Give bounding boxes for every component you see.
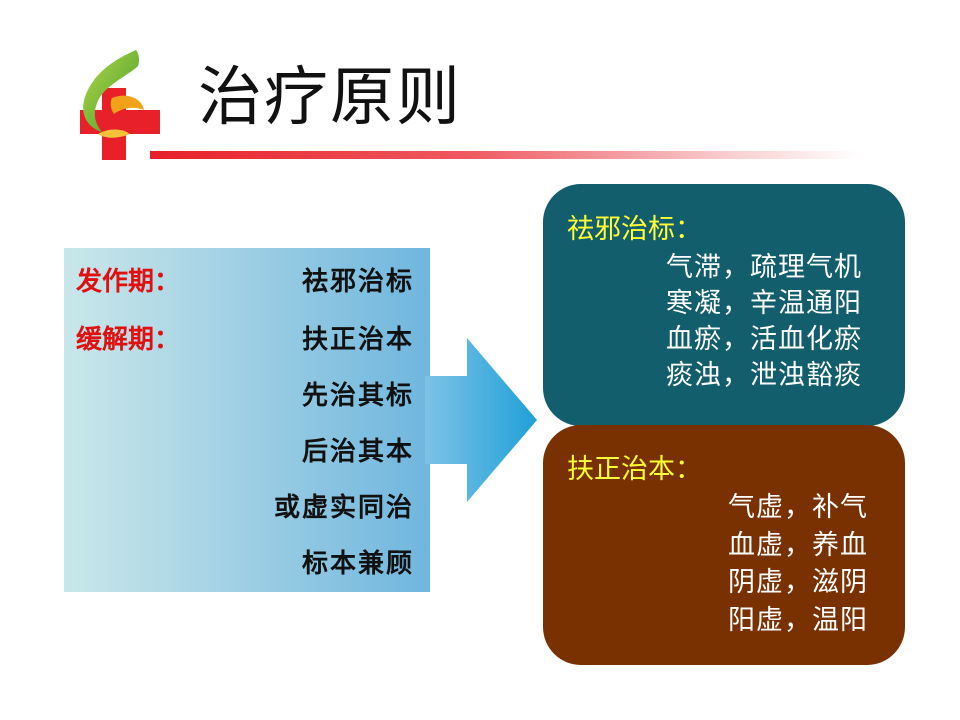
support-healthy-panel: [543, 425, 905, 665]
list-item: 气滞，疏理气机: [666, 252, 862, 283]
list-item: 阳虚，温阳: [728, 605, 868, 636]
list-item: 发作期： 祛邪治标: [64, 262, 414, 302]
phase-label: 缓解期：: [76, 325, 181, 355]
list-item: 后治其本: [64, 432, 414, 472]
list-item: 血瘀，活血化瘀: [666, 324, 862, 355]
panel-heading: 扶正治本：: [567, 454, 702, 485]
panel-heading: 祛邪治标：: [567, 214, 702, 245]
list-item: 寒凝，辛温通阳: [666, 288, 862, 319]
list-item: 血虚，养血: [728, 530, 868, 561]
phase-principle: 先治其标: [301, 381, 414, 411]
list-item: 标本兼顾: [64, 544, 414, 584]
phase-principle: 后治其本: [301, 437, 414, 467]
red-cross-leaf-logo-icon: [80, 50, 160, 160]
list-item: 或虚实同治: [64, 488, 414, 528]
right-arrow-icon: [425, 338, 537, 502]
treatment-phase-box: 发作期： 祛邪治标 缓解期： 扶正治本 先治其标 后治其本 或虚实同治 标本兼顾: [64, 248, 430, 592]
list-item: 缓解期： 扶正治本: [64, 320, 414, 360]
phase-principle: 祛邪治标: [301, 267, 414, 297]
list-item: 气虚，补气: [728, 492, 868, 523]
list-item: 阴虚，滋阴: [728, 567, 868, 598]
phase-principle: 扶正治本: [301, 325, 414, 355]
dispel-pathogen-panel: [543, 184, 905, 426]
page-title: 治疗原则: [198, 61, 462, 135]
phase-principle: 标本兼顾: [301, 549, 414, 579]
list-item: 痰浊，泄浊豁痰: [666, 360, 862, 391]
phase-principle: 或虚实同治: [273, 493, 414, 523]
phase-label: 发作期：: [76, 267, 181, 297]
list-item: 先治其标: [64, 376, 414, 416]
title-underline: [150, 151, 860, 159]
